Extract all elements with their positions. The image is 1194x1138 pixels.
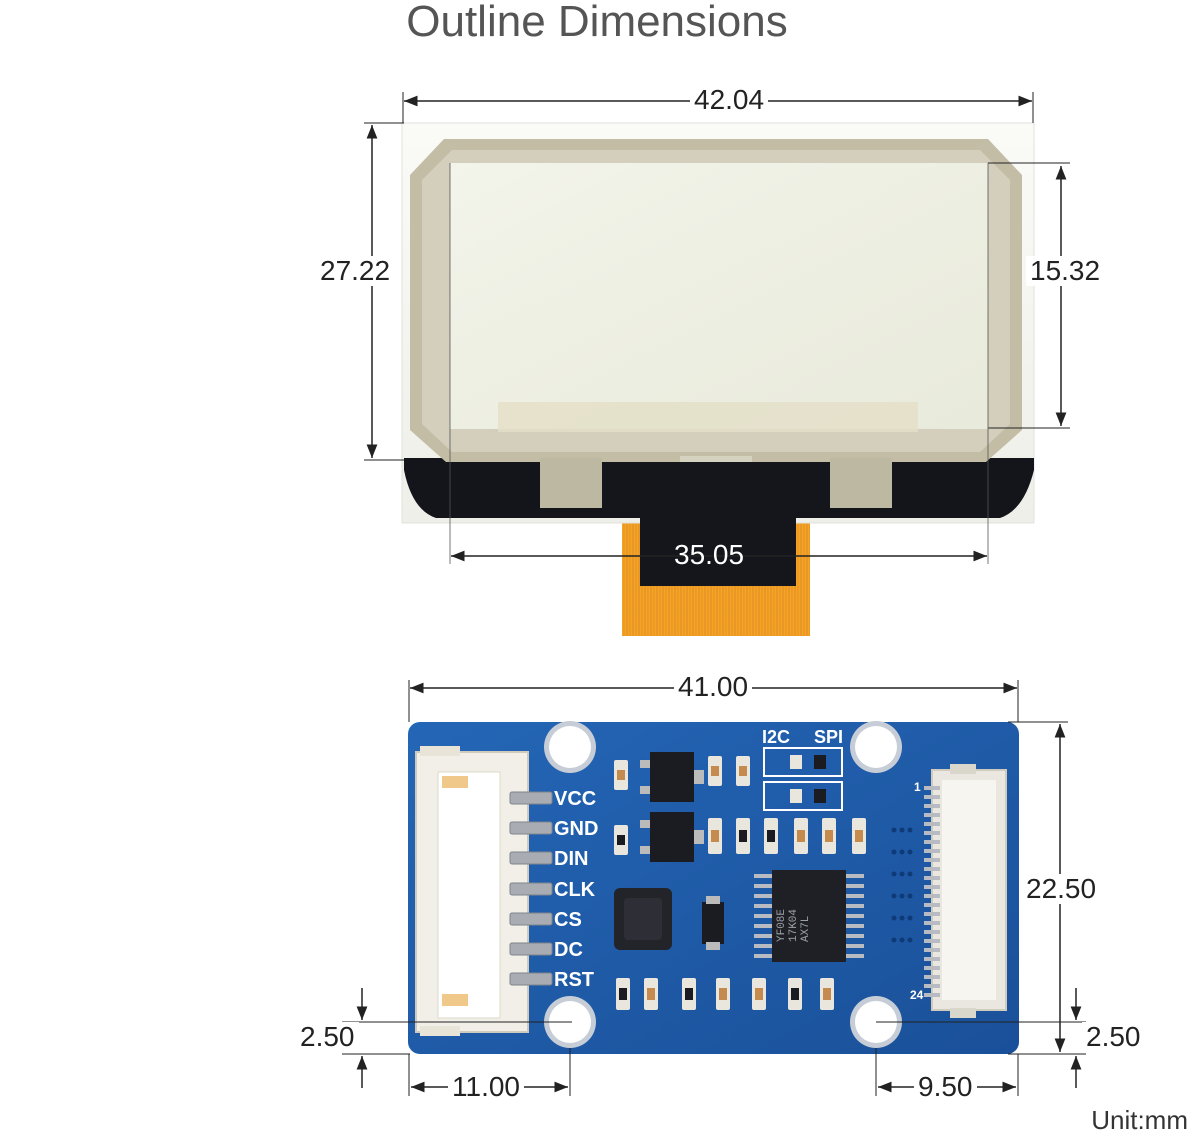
chip-marking-line-1: YF08E [776, 908, 788, 942]
panel-tab-center [680, 456, 752, 466]
ffc-contact [924, 795, 940, 799]
pin-label-rst: RST [554, 969, 594, 991]
pin-label-dc: DC [554, 939, 583, 961]
ffc-contact [924, 822, 940, 826]
ffc-contact [924, 894, 940, 898]
driver-board [408, 721, 1019, 1054]
pcb-via [907, 915, 913, 921]
pcb-via [899, 893, 905, 899]
ffc-contact [924, 876, 940, 880]
ffc-contact [924, 813, 940, 817]
label-right-offset-y: 2.50 [1082, 1022, 1145, 1052]
pcb-via [907, 849, 913, 855]
level-shifter-chip [754, 870, 864, 962]
mounting-hole-top-left [544, 721, 596, 773]
label-overall-height: 27.22 [316, 256, 395, 286]
label-active-width: 35.05 [674, 539, 745, 570]
oled-module [401, 122, 1035, 636]
label-left-offset-x: 11.00 [448, 1072, 524, 1102]
ffc-contact [924, 885, 940, 889]
pcb-via [907, 827, 913, 833]
figure-title: Outline Dimensions [406, 0, 788, 46]
pcb-via [891, 915, 897, 921]
ffc-contact [924, 957, 940, 961]
ffc-contact [924, 939, 940, 943]
pcb-via [907, 937, 913, 943]
label-board-height: 22.50 [1022, 874, 1101, 904]
pcb-via [891, 893, 897, 899]
label-right-offset-x: 9.50 [914, 1072, 977, 1102]
voltage-regulator-1 [640, 752, 704, 802]
ffc-contact [924, 831, 940, 835]
silk-spi: SPI [814, 727, 844, 747]
pcb-via [899, 937, 905, 943]
ffc-contact [924, 930, 940, 934]
jst-pins [509, 791, 553, 986]
ffc-contact [924, 786, 940, 790]
pcb-via [899, 915, 905, 921]
pcb-via [907, 871, 913, 877]
chip-marking-line-3: AX7L [800, 915, 812, 942]
ffc-connector [924, 764, 1007, 1018]
passive-components [614, 756, 866, 1010]
pin-label-gnd: GND [554, 818, 599, 840]
label-overall-width: 42.04 [690, 85, 769, 115]
jst-connector [415, 746, 529, 1036]
ffc-contact [924, 948, 940, 952]
ffc-contact [924, 867, 940, 871]
ffc-contact [924, 804, 940, 808]
pin-label-cs: CS [554, 909, 582, 931]
interface-jumpers [763, 747, 843, 811]
active-area [450, 163, 988, 429]
ffc-contact [924, 921, 940, 925]
pcb-via [891, 849, 897, 855]
inductor [614, 888, 672, 950]
chip-marking-line-2: 17K04 [788, 908, 800, 942]
unit-label: Unit:mm [1091, 1105, 1188, 1135]
label-board-width: 41.00 [674, 672, 753, 702]
ffc-contact [924, 849, 940, 853]
pcb-via [891, 937, 897, 943]
pin-label-clk: CLK [554, 879, 596, 901]
panel-tab-right [830, 458, 892, 508]
panel-tab-left [540, 458, 602, 508]
chip-marking: YF08E 17K04 AX7L [776, 876, 812, 942]
pcb-via [899, 849, 905, 855]
ffc-contact [924, 840, 940, 844]
voltage-regulator-2 [640, 812, 704, 862]
pcb-via [899, 871, 905, 877]
silk-ffc-last: 24 [910, 988, 924, 1002]
pcb-via [899, 827, 905, 833]
transistor [702, 896, 724, 950]
pcb-via [891, 827, 897, 833]
ffc-contact [924, 966, 940, 970]
label-left-offset-y: 2.50 [296, 1022, 359, 1052]
label-active-height: 15.32 [1026, 256, 1105, 286]
silk-ffc-first: 1 [914, 780, 921, 794]
ffc-contact [924, 858, 940, 862]
mounting-hole-top-right [850, 721, 902, 773]
active-area-lower-strip [498, 402, 918, 432]
pin-label-vcc: VCC [554, 788, 597, 810]
ffc-contact [924, 975, 940, 979]
ffc-contact [924, 984, 940, 988]
pcb-vias [891, 827, 913, 943]
ffc-contact [924, 912, 940, 916]
pin-label-din: DIN [554, 848, 589, 870]
pcb-via [891, 871, 897, 877]
pcb [408, 722, 1019, 1054]
silk-i2c: I2C [762, 727, 791, 747]
pcb-via [907, 893, 913, 899]
ffc-contact [924, 903, 940, 907]
ffc-contact [924, 993, 940, 997]
